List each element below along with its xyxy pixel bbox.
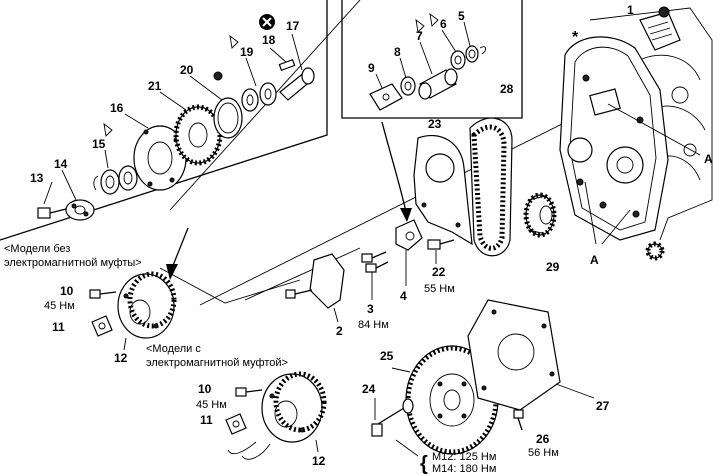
caption-with-clutch-line2: электромагнитной муфтой> <box>146 357 288 369</box>
callout-22: 22 <box>432 265 446 279</box>
callout-13: 13 <box>30 171 44 185</box>
callout-28: 28 <box>500 82 514 96</box>
callout-18: 18 <box>262 33 276 47</box>
callout-16: 16 <box>110 101 124 115</box>
left-detail-panel-frame <box>0 0 361 241</box>
callout-26: 26 <box>536 432 550 446</box>
callout-9: 9 <box>368 61 375 75</box>
caption-with-clutch: <Модели с электромагнитной муфтой> <box>146 343 288 369</box>
rear-timing-plate-23 <box>413 134 473 246</box>
coupling-14 <box>65 199 95 221</box>
torque-10-lower: 45 Нм <box>196 399 227 411</box>
bearing-5 <box>465 45 487 63</box>
caption-no-clutch-line1: <Модели без <box>4 243 70 255</box>
torque-bracket-24 <box>395 439 419 457</box>
leader-lines-left-panel <box>43 33 303 205</box>
bolt-13 <box>37 207 67 219</box>
caption-no-clutch-line2: электромагнитной муфты> <box>4 257 142 269</box>
callout-10-upper: 10 <box>60 284 74 298</box>
callout-11-lower: 11 <box>200 413 213 427</box>
callout-6: 6 <box>440 17 447 31</box>
engine-axis-line <box>199 99 611 306</box>
callout-11-upper: 11 <box>52 320 65 334</box>
bolt-10-lower <box>235 387 263 397</box>
lower-guide-line <box>159 267 301 304</box>
callout-25: 25 <box>380 349 394 363</box>
callout-19: 19 <box>240 45 254 59</box>
bolt-26 <box>513 409 524 431</box>
bracket-guide-line <box>244 247 361 301</box>
callout-4: 4 <box>400 289 407 303</box>
callout-2: 2 <box>336 324 343 338</box>
callout-labels: 1 * A A 29 28 23 22 55 Нм 4 3 84 Нм 2 9 … <box>30 3 713 468</box>
callout-star: * <box>572 29 579 46</box>
callout-29: 29 <box>546 260 560 274</box>
bolt-22 <box>427 239 455 264</box>
callout-12-upper: 12 <box>114 351 128 365</box>
callout-21: 21 <box>148 79 162 93</box>
replace-part-icon <box>259 14 275 30</box>
callout-10-lower: 10 <box>198 382 212 396</box>
callout-24: 24 <box>362 382 376 396</box>
callout-23: 23 <box>428 117 442 131</box>
timing-belt-28 <box>469 117 513 257</box>
callout-5: 5 <box>458 9 465 23</box>
leader-lines-center-panel <box>375 21 471 89</box>
torque-26: 56 Нм <box>528 447 559 459</box>
timing-case-cover <box>559 36 669 241</box>
seal-washer <box>645 241 665 261</box>
callout-14: 14 <box>54 157 68 171</box>
callout-1: 1 <box>627 3 634 17</box>
grease-icons-upper-left <box>103 34 239 137</box>
caption-no-clutch: <Модели без электромагнитной муфты> <box>4 243 142 269</box>
callout-8: 8 <box>394 45 401 59</box>
callout-20: 20 <box>180 63 194 77</box>
pointer-arrow-left <box>166 227 189 280</box>
spring-bolts-3 <box>361 251 389 300</box>
bearing-6 <box>450 50 466 70</box>
torque-22: 55 Нм <box>424 283 455 295</box>
callout-a-right: A <box>704 152 713 166</box>
pulley-21 <box>173 104 223 166</box>
plate-11-upper <box>91 315 113 337</box>
svg-text:{: { <box>420 453 428 475</box>
torque-10-upper: 45 Нм <box>44 300 75 312</box>
pin-18 <box>278 59 296 71</box>
callout-3: 3 <box>367 302 374 316</box>
bearings-15 <box>93 165 138 195</box>
callout-15: 15 <box>92 137 106 151</box>
torque-24-brace: { M12: 125 Нм M14: 180 Нм <box>420 451 496 475</box>
adapter-plate-27 <box>467 299 595 411</box>
torque-24-m12: M12: 125 Нм <box>432 451 496 463</box>
bracket-9 <box>369 83 403 111</box>
bolt-10-upper <box>89 289 117 299</box>
pump-12-no-clutch <box>117 271 177 351</box>
callout-17: 17 <box>286 19 300 33</box>
a-leader-lines <box>584 103 701 245</box>
bolt-24 <box>371 398 414 437</box>
callout-a-bottom: A <box>590 253 599 267</box>
cover-plate-part-1 <box>639 6 681 51</box>
ring-20 <box>213 97 243 139</box>
crankshaft-sprocket-29 <box>523 192 557 238</box>
ring-8 <box>400 76 416 96</box>
shaft-17 <box>279 67 315 101</box>
torque-24-m14: M14: 180 Нм <box>432 463 496 475</box>
pointer-arrow-center <box>381 121 412 222</box>
sensor-bracket-2 <box>285 253 345 323</box>
grease-icons-center <box>415 12 439 33</box>
callout-12-lower: 12 <box>312 454 326 468</box>
tensioner-body-7 <box>418 68 458 100</box>
callout-7: 7 <box>416 29 423 43</box>
tensioner-bracket-4 <box>395 219 423 286</box>
torque-3: 84 Нм <box>358 319 389 331</box>
bearings-19 <box>241 82 277 112</box>
center-detail-panel-frame <box>341 0 523 119</box>
caption-with-clutch-line1: <Модели с <box>146 343 201 355</box>
pump-12-with-clutch <box>227 371 327 460</box>
plate-11-lower <box>225 413 247 435</box>
engine-block-outline <box>589 7 713 241</box>
callout-27: 27 <box>596 399 610 413</box>
